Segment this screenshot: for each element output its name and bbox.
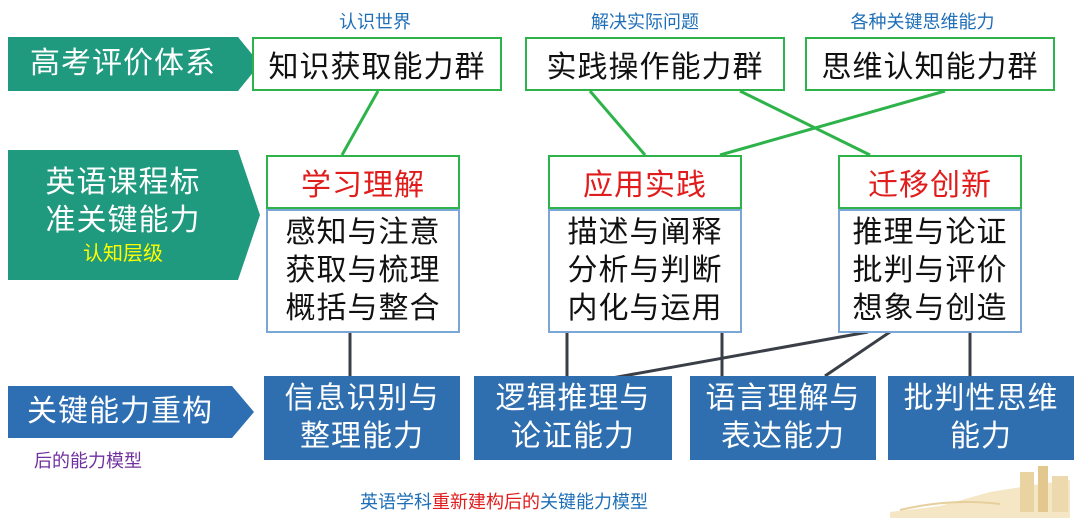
row-label-rebuild: 关键能力重构 — [27, 394, 213, 429]
ability-line: 批判性思维 — [903, 381, 1059, 416]
ability-language-expression: 语言理解与 表达能力 — [690, 376, 876, 460]
level-items-transfer: 推理与论证 批判与评价 想象与创造 — [838, 209, 1022, 333]
level-title-transfer: 迁移创新 — [838, 155, 1022, 209]
ability-line: 能力 — [950, 419, 1012, 454]
box-knowledge-acquisition: 知识获取能力群 — [252, 37, 502, 91]
top-label-thinking-abilities: 各种关键思维能力 — [850, 12, 995, 33]
ability-line: 语言理解与 — [705, 381, 861, 416]
level-item: 想象与创造 — [852, 291, 1008, 326]
row-sublabel-cognitive-level: 认知层级 — [83, 241, 163, 265]
connector-knowledge-to-learning — [340, 90, 380, 156]
level-item: 概括与整合 — [285, 291, 441, 326]
level-items-application: 描述与阐释 分析与判断 内化与运用 — [548, 209, 742, 333]
row-label-course-line1: 英语课程标 — [45, 165, 201, 200]
caption-part2: 重新建构后的 — [432, 492, 540, 513]
level-item: 批判与评价 — [852, 253, 1008, 288]
caption-part1: 英语学科 — [360, 492, 432, 513]
ability-line: 整理能力 — [300, 419, 424, 454]
ability-critical-thinking: 批判性思维 能力 — [888, 376, 1074, 460]
box-thinking-cognition: 思维认知能力群 — [805, 37, 1055, 91]
ability-info-recognition: 信息识别与 整理能力 — [264, 376, 460, 460]
row-label-course-line2: 准关键能力 — [45, 203, 201, 238]
connector-thinking-to-application — [719, 89, 946, 157]
level-item: 分析与判断 — [567, 253, 723, 288]
level-title-learning: 学习理解 — [266, 155, 460, 209]
level-item: 获取与梳理 — [285, 253, 441, 288]
level-item: 内化与运用 — [567, 291, 723, 326]
ability-line: 论证能力 — [511, 419, 635, 454]
caption-part3: 关键能力模型 — [540, 492, 648, 513]
ability-line: 表达能力 — [721, 419, 845, 454]
ability-logical-reasoning: 逻辑推理与 论证能力 — [474, 376, 672, 460]
box-practice-operation: 实践操作能力群 — [525, 37, 785, 91]
connector-practice-to-transfer — [739, 89, 871, 157]
connector-practice-to-application — [588, 90, 647, 156]
row-arrow-course-standard: 英语课程标 准关键能力 认知层级 — [8, 150, 260, 280]
row-arrow-rebuild: 关键能力重构 — [8, 386, 254, 438]
top-label-solve-problems: 解决实际问题 — [591, 12, 699, 33]
diagram-caption: 英语学科重新建构后的关键能力模型 — [360, 488, 648, 514]
level-items-learning: 感知与注意 获取与梳理 概括与整合 — [266, 209, 460, 333]
row-label-gaokao: 高考评价体系 — [30, 46, 216, 81]
ability-line: 逻辑推理与 — [495, 381, 651, 416]
level-item: 描述与阐释 — [567, 215, 723, 250]
connector-transfer-to-logic — [611, 330, 869, 380]
top-label-know-world: 认识世界 — [339, 12, 411, 33]
decorative-building-illustration — [880, 462, 1075, 518]
row-arrow-gaokao: 高考评价体系 — [8, 37, 260, 91]
row-sublabel-rebuild: 后的能力模型 — [34, 451, 142, 472]
connector-transfer-to-language — [824, 330, 891, 378]
level-title-application: 应用实践 — [548, 155, 742, 209]
level-item: 推理与论证 — [852, 215, 1008, 250]
level-item: 感知与注意 — [285, 215, 441, 250]
ability-line: 信息识别与 — [284, 381, 440, 416]
